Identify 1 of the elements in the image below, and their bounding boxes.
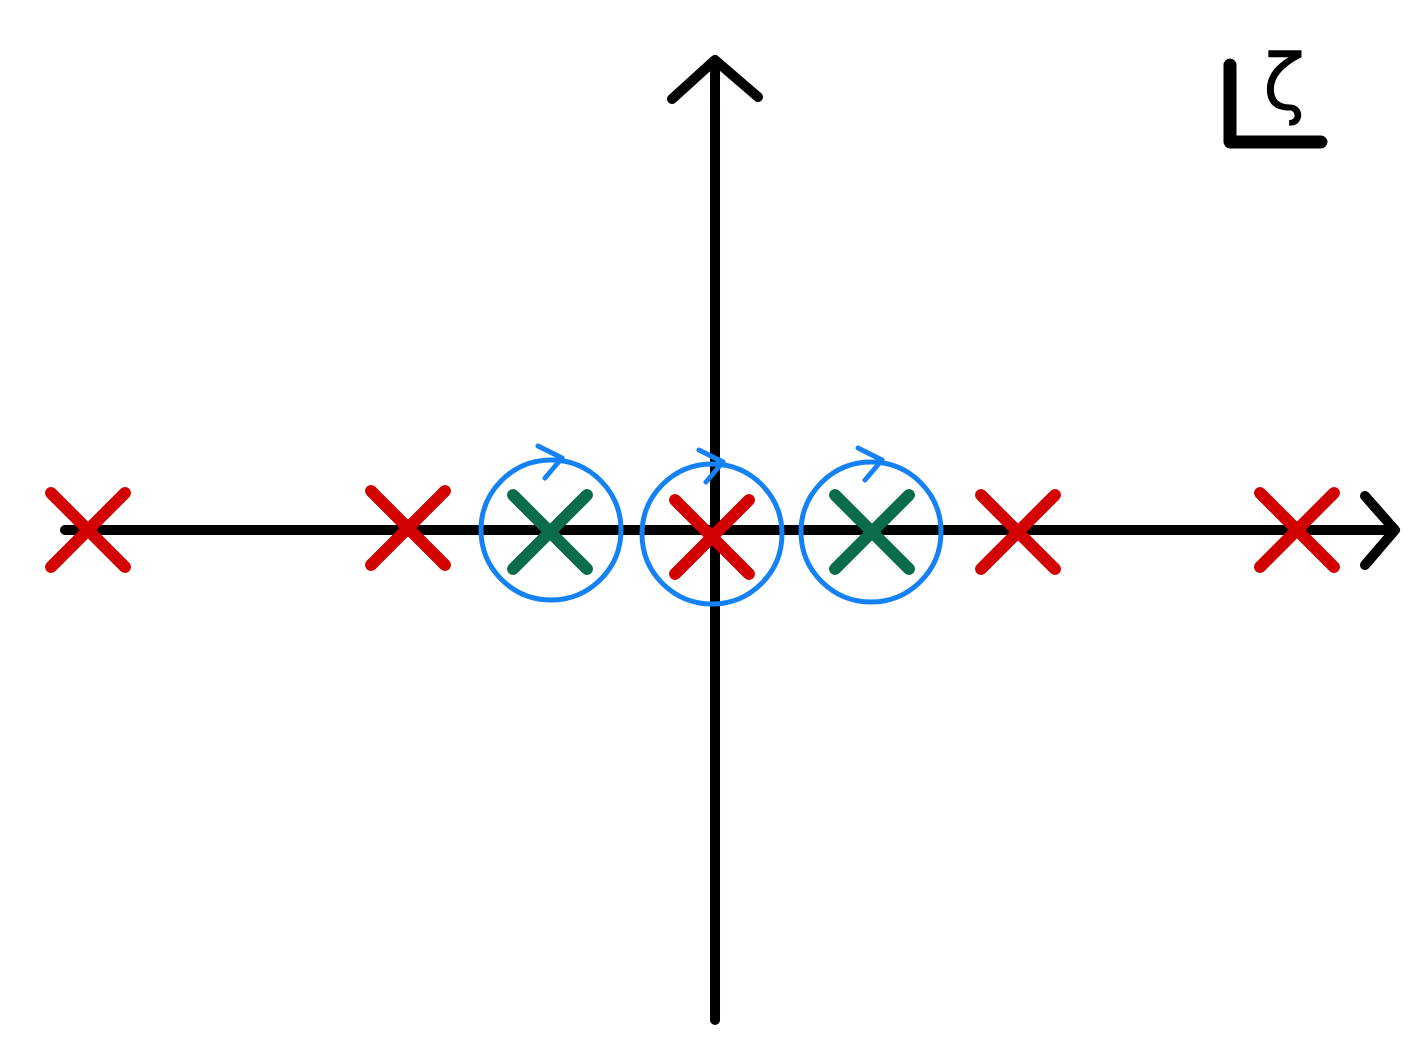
variable-label: ζ bbox=[1266, 50, 1302, 126]
